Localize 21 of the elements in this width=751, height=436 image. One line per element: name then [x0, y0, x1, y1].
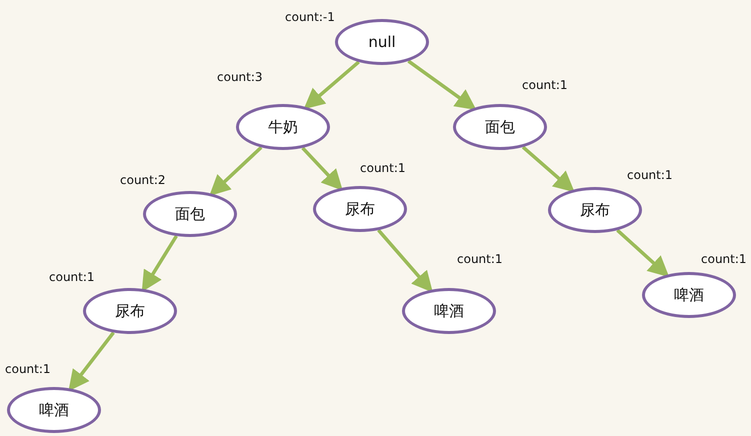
count-label: count:1 [627, 168, 673, 182]
tree-node-ellipse: 啤酒 [642, 272, 736, 318]
count-label: count:2 [120, 173, 166, 187]
tree-node-ellipse: 尿布 [83, 288, 177, 334]
tree-node-ellipse: 啤酒 [402, 288, 496, 334]
tree-node-ellipse: 面包 [143, 191, 237, 237]
count-label: count:-1 [285, 10, 335, 24]
tree-node-ellipse: 尿布 [548, 187, 642, 233]
count-label: count:1 [49, 270, 95, 284]
tree-node-ellipse: 尿布 [313, 186, 407, 232]
tree-node-ellipse: 牛奶 [236, 104, 330, 150]
arrow [407, 60, 476, 110]
count-label: count:1 [457, 252, 503, 266]
tree-node-ellipse: 啤酒 [7, 387, 101, 433]
count-label: count:1 [522, 78, 568, 92]
count-label: count:1 [701, 252, 747, 266]
count-label: count:3 [217, 70, 263, 84]
tree-node-ellipse: null [335, 19, 429, 65]
count-label: count:1 [5, 362, 51, 376]
tree-node-ellipse: 面包 [453, 104, 547, 150]
count-label: count:1 [360, 161, 406, 175]
